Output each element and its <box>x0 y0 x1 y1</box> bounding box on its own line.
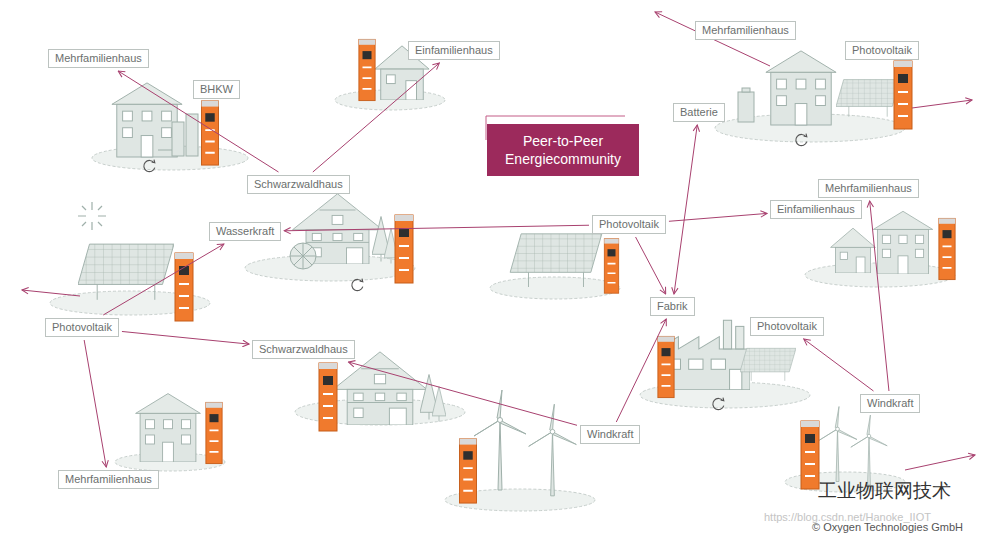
label-box: Photovoltaik <box>845 41 919 60</box>
label-text: Fabrik <box>657 300 688 312</box>
label-box: Photovoltaik <box>592 215 666 234</box>
label-box: Mehrfamilienhaus <box>818 179 919 198</box>
energy-flow-arrow <box>348 362 577 425</box>
label-box: Windkraft <box>860 394 920 413</box>
label-box: Einfamilienhaus <box>770 200 862 219</box>
energy-flow-arrow <box>122 331 249 344</box>
label-text: Mehrfamilienhaus <box>55 52 142 64</box>
energy-flow-arrow <box>118 71 278 172</box>
energy-flow-arrow <box>616 319 666 422</box>
label-box: Fabrik <box>650 297 695 316</box>
label-text: BHKW <box>200 83 233 95</box>
title-text: Peer-to-Peer Energiecommunity <box>505 133 621 167</box>
energy-flow-arrow <box>636 237 666 294</box>
label-text: Photovoltaik <box>599 218 659 230</box>
label-text: Wasserkraft <box>216 225 274 237</box>
label-box: Mehrfamilienhaus <box>58 470 159 489</box>
label-text: Einfamilienhaus <box>415 44 493 56</box>
note-text: 工业物联网技术 <box>818 478 951 504</box>
label-box: Schwarzwaldhaus <box>247 175 350 194</box>
label-text: Windkraft <box>587 428 633 440</box>
label-box: Windkraft <box>580 425 640 444</box>
energy-flow-arrow <box>870 201 889 391</box>
label-box: Photovoltaik <box>750 317 824 336</box>
label-box: Mehrfamilienhaus <box>695 21 796 40</box>
label-text: Batterie <box>680 106 718 118</box>
label-text: Photovoltaik <box>852 44 912 56</box>
title-box: Peer-to-Peer Energiecommunity <box>487 124 639 176</box>
label-text: Schwarzwaldhaus <box>254 178 343 190</box>
label-text: Schwarzwaldhaus <box>259 343 348 355</box>
label-box: Batterie <box>673 103 725 122</box>
energy-flow-arrow <box>669 213 767 221</box>
energy-flow-arrow <box>674 125 697 294</box>
label-text: Mehrfamilienhaus <box>65 473 152 485</box>
label-box: BHKW <box>193 80 240 99</box>
energy-flow-arrow <box>313 63 439 172</box>
label-text: Mehrfamilienhaus <box>702 24 789 36</box>
label-text: Windkraft <box>867 397 913 409</box>
energy-flow-arrow <box>84 340 106 467</box>
note-text: © Oxygen Technologies GmbH <box>812 521 963 533</box>
energy-flow-arrow <box>103 244 224 315</box>
energy-flow-arrow <box>804 339 874 391</box>
label-text: Mehrfamilienhaus <box>825 182 912 194</box>
label-text: Photovoltaik <box>52 321 112 333</box>
label-box: Wasserkraft <box>209 222 281 241</box>
label-box: Einfamilienhaus <box>408 41 500 60</box>
label-box: Mehrfamilienhaus <box>48 49 149 68</box>
label-box: Schwarzwaldhaus <box>252 340 355 359</box>
energy-flow-arrow <box>284 225 589 231</box>
label-box: Photovoltaik <box>45 318 119 337</box>
label-text: Einfamilienhaus <box>777 203 855 215</box>
label-text: Photovoltaik <box>757 320 817 332</box>
